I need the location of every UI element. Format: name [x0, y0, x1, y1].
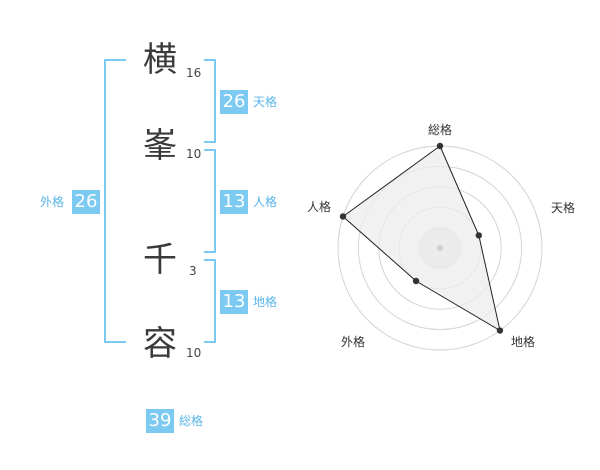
chikaku-bracket	[204, 259, 216, 343]
gaikaku-value: 26	[72, 190, 100, 214]
radar-point-5	[339, 213, 347, 220]
radar-center-dot	[437, 245, 443, 251]
name-char-2: 峯	[143, 126, 177, 166]
radar-label-tenkaku: 天格	[551, 201, 576, 215]
jinkaku-value: 13	[220, 190, 248, 214]
tenkaku-label: 天格	[253, 95, 278, 109]
gaikaku-bracket	[104, 59, 126, 343]
jinkaku-label: 人格	[253, 195, 278, 209]
radar-chart	[337, 142, 543, 351]
name-char-3: 千	[143, 240, 177, 280]
radar-point-2	[475, 232, 483, 239]
radar-label-gaikaku: 外格	[341, 335, 366, 349]
stroke-count-3: 3	[189, 264, 197, 278]
tenkaku-value: 26	[220, 90, 248, 114]
radar-points	[339, 142, 504, 334]
radar-point-3	[496, 327, 504, 334]
stroke-count-2: 10	[186, 147, 202, 161]
radar-point-4	[412, 277, 420, 285]
radar-label-chikaku: 地格	[511, 335, 536, 349]
tenkaku-bracket	[204, 59, 216, 143]
stroke-count-4: 10	[186, 346, 202, 360]
stroke-count-1: 16	[186, 66, 202, 80]
radar-area	[342, 145, 501, 332]
radar-label-jinkaku: 人格	[307, 200, 332, 214]
name-char-4: 容	[143, 324, 177, 364]
radar-label-soukaku: 総格	[428, 123, 453, 137]
soukaku-value: 39	[146, 409, 174, 433]
chikaku-label: 地格	[253, 295, 278, 309]
chikaku-value: 13	[220, 290, 248, 314]
name-char-1: 横	[143, 40, 177, 80]
gaikaku-label: 外格	[40, 195, 65, 209]
radar-point-1	[436, 142, 444, 150]
jinkaku-bracket	[204, 149, 216, 253]
soukaku-label: 総格	[179, 414, 204, 428]
